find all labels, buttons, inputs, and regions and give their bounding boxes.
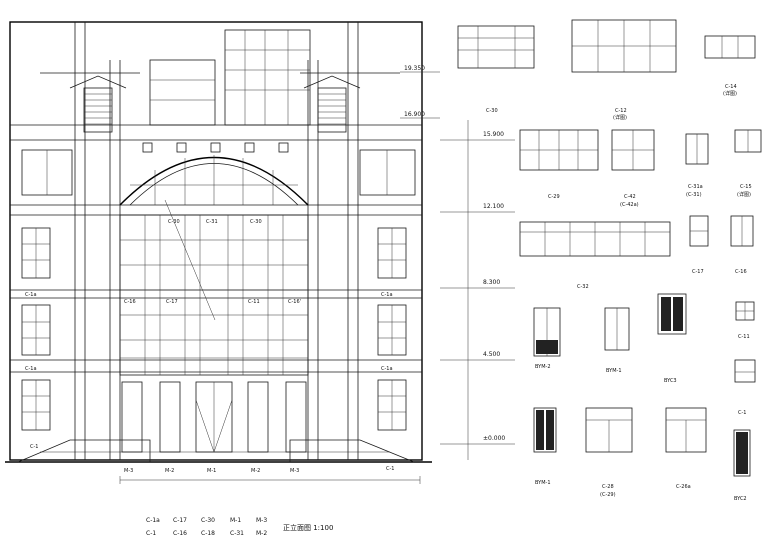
level-1935: 19.350: [404, 65, 425, 72]
label-detail-c28: C-28: [602, 484, 614, 490]
facade-labels: C-30 C-31 C-30 C-16 C-17 C-11 C-16' C-1a…: [25, 219, 394, 474]
label-detail-c26a: C-26a: [676, 484, 691, 490]
detail-c31a: C-31a (C-31): [685, 133, 709, 198]
label-detail-c29: C-29: [548, 194, 560, 200]
label-detail-c32: C-32: [577, 284, 589, 290]
label-detail-c16: C-16: [735, 269, 747, 275]
detail-bym1b: BYM-1: [533, 407, 557, 486]
label-detail-c14: C-14: [725, 84, 737, 90]
label-left-c1a-1: C-1a: [25, 292, 37, 298]
detail-c17: C-17: [689, 215, 709, 275]
detail-c14: C-14 (详图): [704, 35, 756, 97]
detail-c32: C-32: [519, 221, 671, 290]
detail-bym2: BYM-2: [533, 307, 561, 370]
label-detail-c15: C-15: [740, 184, 752, 190]
label-detail-bym1b: BYM-1: [535, 480, 551, 486]
central-curtain-wall: [119, 199, 309, 376]
label-detail-bym1: BYM-1: [606, 368, 622, 374]
label-detail-c14-sub: (详图): [723, 90, 737, 97]
label-detail-byc3: BYC3: [664, 378, 677, 384]
label-detail-c11: C-11: [738, 334, 750, 340]
label-c16p: C-16': [288, 299, 301, 305]
label-right-c1a-1: C-1a: [381, 292, 393, 298]
left-louver: [69, 75, 127, 133]
label-m2-right: M-2: [251, 468, 260, 474]
detail-c1: C-1: [734, 359, 756, 416]
legend-2-1: C-1: [146, 530, 156, 537]
label-right-c1a-2: C-1a: [381, 366, 393, 372]
label-detail-bym2: BYM-2: [535, 364, 551, 370]
detail-c15: C-15 (详图): [734, 129, 762, 198]
label-c30-left: C-30: [168, 219, 180, 225]
right-window-stack: [359, 149, 416, 431]
front-elevation: [5, 21, 432, 484]
label-detail-c12: C-12: [615, 108, 627, 114]
label-c17: C-17: [166, 299, 178, 305]
level-1690: 16.900: [404, 111, 425, 118]
detail-c42: C-42 (C-42a): [611, 129, 655, 208]
label-c16: C-16: [124, 299, 136, 305]
label-m1: M-1: [207, 468, 216, 474]
legend-1-5: M-3: [256, 517, 267, 524]
label-detail-c28-sub: (C-29): [600, 492, 616, 498]
label-c31: C-31: [206, 219, 218, 225]
label-right-c1: C-1: [386, 466, 394, 472]
label-detail-c30: C-30: [486, 108, 498, 114]
detail-c26a: C-26a: [665, 407, 707, 490]
legend-2-5: M-2: [256, 530, 267, 537]
detail-c28: C-28 (C-29): [585, 407, 633, 498]
label-detail-byc2: BYC2: [734, 496, 747, 502]
legend-2-3: C-18: [201, 530, 215, 537]
detail-c29: C-29: [519, 129, 599, 200]
legend-1-1: C-1a: [146, 517, 160, 524]
label-detail-c31a: C-31a: [688, 184, 703, 190]
level-1210: 12.100: [483, 203, 504, 210]
level-markers: 19.350 16.900 15.900 12.100 8.300 4.500 …: [400, 65, 515, 460]
legend-2-2: C-16: [173, 530, 187, 537]
label-left-c1a-2: C-1a: [25, 366, 37, 372]
label-m3-left: M-3: [124, 468, 133, 474]
legend-1-3: C-30: [201, 517, 215, 524]
label-detail-c1: C-1: [738, 410, 746, 416]
ground-doors: [121, 381, 307, 453]
level-0: ±0.000: [483, 435, 505, 442]
label-m3-right: M-3: [290, 468, 299, 474]
legend-1-2: C-17: [173, 517, 187, 524]
label-detail-c42-sub: (C-42a): [620, 202, 639, 208]
detail-c11: C-11: [735, 301, 755, 340]
label-detail-c12-sub: (详图): [613, 114, 627, 121]
label-c30-right: C-30: [250, 219, 262, 225]
left-window-stack: [21, 149, 73, 431]
label-m2-left: M-2: [165, 468, 174, 474]
legend-1-4: M-1: [230, 517, 241, 524]
drawing-title: 正立面图 1:100: [283, 523, 333, 532]
level-830: 8.300: [483, 279, 500, 286]
legend-2-4: C-31: [230, 530, 244, 537]
detail-bym1: BYM-1: [604, 307, 630, 374]
label-detail-c15-sub: (详图): [737, 191, 751, 198]
detail-byc3: BYC3: [657, 293, 687, 384]
label-c11: C-11: [248, 299, 260, 305]
label-detail-c17: C-17: [692, 269, 704, 275]
label-detail-c42: C-42: [624, 194, 636, 200]
level-450: 4.500: [483, 351, 500, 358]
level-1590: 15.900: [483, 131, 504, 138]
detail-byc2: BYC2: [733, 429, 751, 502]
label-left-c1: C-1: [30, 444, 38, 450]
label-detail-c31a-sub: (C-31): [686, 192, 702, 198]
legend: C-1a C-17 C-30 M-1 M-3 C-1 C-16 C-18 C-3…: [146, 517, 333, 537]
detail-c16: C-16: [730, 215, 754, 275]
right-louver: [303, 75, 361, 133]
detail-c12: C-12 (详图): [571, 19, 677, 121]
detail-c30: C-30: [457, 25, 535, 114]
